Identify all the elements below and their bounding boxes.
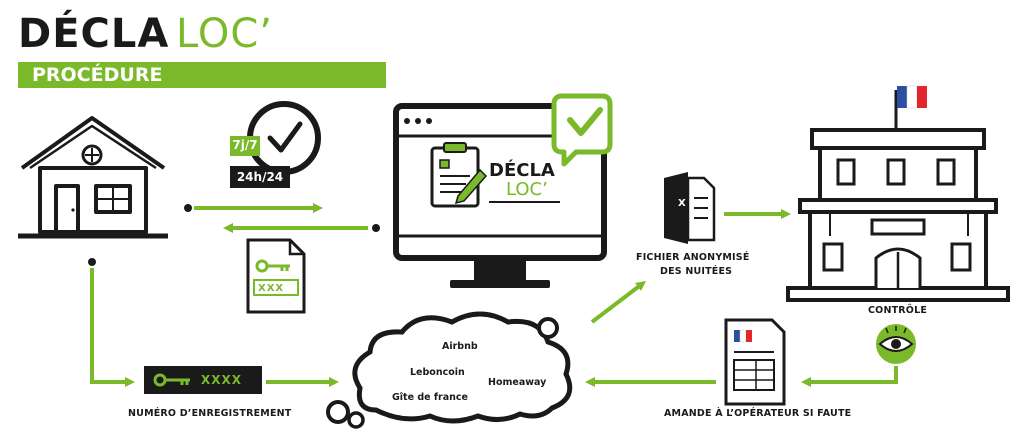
town-hall-icon [786,90,1010,302]
control-label: CONTRÔLE [868,305,928,316]
screen-logo-line2: LOC’ [506,179,548,200]
penalty-document-icon [724,318,786,406]
platform-leboncoin: Leboncoin [410,367,465,378]
registration-card [144,366,262,394]
key-document-icon [246,238,306,314]
spreadsheet-file-icon [664,172,716,244]
platform-gite-de-france: Gîte de france [392,392,468,403]
platform-airbnb: Airbnb [442,341,478,352]
registration-label: NUMÉRO D’ENREGISTREMENT [128,408,292,419]
brand-name-part1: DÉCLA [18,11,170,57]
submit-arrow [184,203,323,213]
days-badge: 7j/7 [230,136,260,156]
registration-arrow [88,258,135,387]
platform-homeaway: Homeaway [488,377,547,388]
cloud-to-file-arrow [590,280,646,324]
hours-badge: 24h/24 [230,166,290,188]
cloud-icon [326,311,573,429]
registration-code: XXXX [201,373,243,387]
clock-icon [247,101,321,175]
screen-logo-line1: DÉCLA [489,160,555,181]
clipboard-icon [430,142,488,208]
french-flag-icon [897,85,927,109]
check-bubble-icon [551,93,613,167]
key-document-code: XXX [258,283,285,294]
file-label-line2: DES NUITÉES [660,266,733,277]
penalty-label: AMANDE À L’OPÉRATEUR SI FAUTE [664,408,852,419]
file-icon-letter: X [678,198,686,209]
procedure-title: PROCÉDURE D’ENREGISTREMENT [32,64,250,110]
brand-name-part2: LOC’ [176,11,273,57]
return-arrow [223,223,380,233]
procedure-banner: PROCÉDURE D’ENREGISTREMENT [18,62,386,110]
control-to-penalty-arrow [801,366,898,387]
eye-badge-icon [876,324,916,364]
file-label-line1: FICHIER ANONYMISÉ [636,252,750,263]
house-icon [18,116,168,239]
